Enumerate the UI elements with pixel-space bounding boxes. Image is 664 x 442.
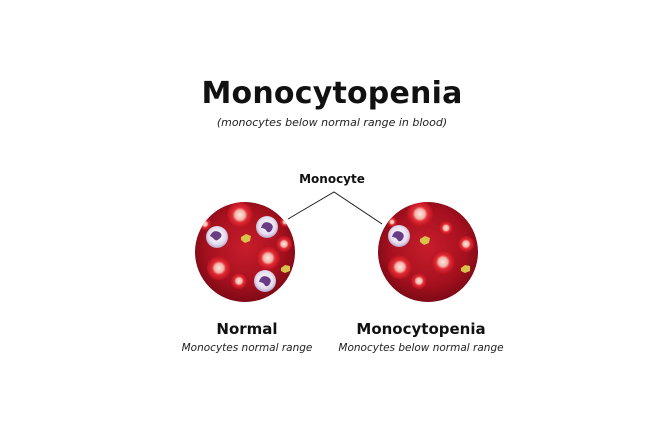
monocyte-cell [254,270,276,292]
red-blood-cell [439,221,453,235]
red-blood-cell [276,236,292,252]
normal-panel-title: Normal [216,320,278,338]
red-blood-cell [407,202,433,227]
monocytopenia-panel-title: Monocytopenia [356,320,486,338]
red-blood-cell [256,246,280,270]
red-blood-cell [387,217,397,227]
red-blood-cell [207,256,231,280]
monocyte-cell [388,225,410,247]
diagram-subtitle: (monocytes below normal range in blood) [216,116,448,129]
red-blood-cell [431,250,455,274]
red-blood-cell [231,273,247,289]
platelet [281,265,290,273]
monocyte-cell [206,226,228,248]
monocytopenia-blood-smear [378,202,478,302]
normal-blood-smear [195,202,295,302]
red-blood-cell [388,255,412,279]
normal-panel-caption: Monocytes normal range [181,342,313,354]
red-blood-cell [458,236,474,252]
platelet [420,236,430,245]
red-blood-cell [411,273,427,289]
red-blood-cell [227,202,253,228]
platelet [461,265,470,273]
diagram-title: Monocytopenia [201,76,463,111]
monocyte-callout-label: Monocyte [299,172,365,186]
monocyte-cell [256,216,278,238]
monocytopenia-panel-caption: Monocytes below normal range [338,342,504,354]
platelet [241,234,251,243]
callout-line [287,191,383,225]
red-blood-cell [199,218,211,230]
